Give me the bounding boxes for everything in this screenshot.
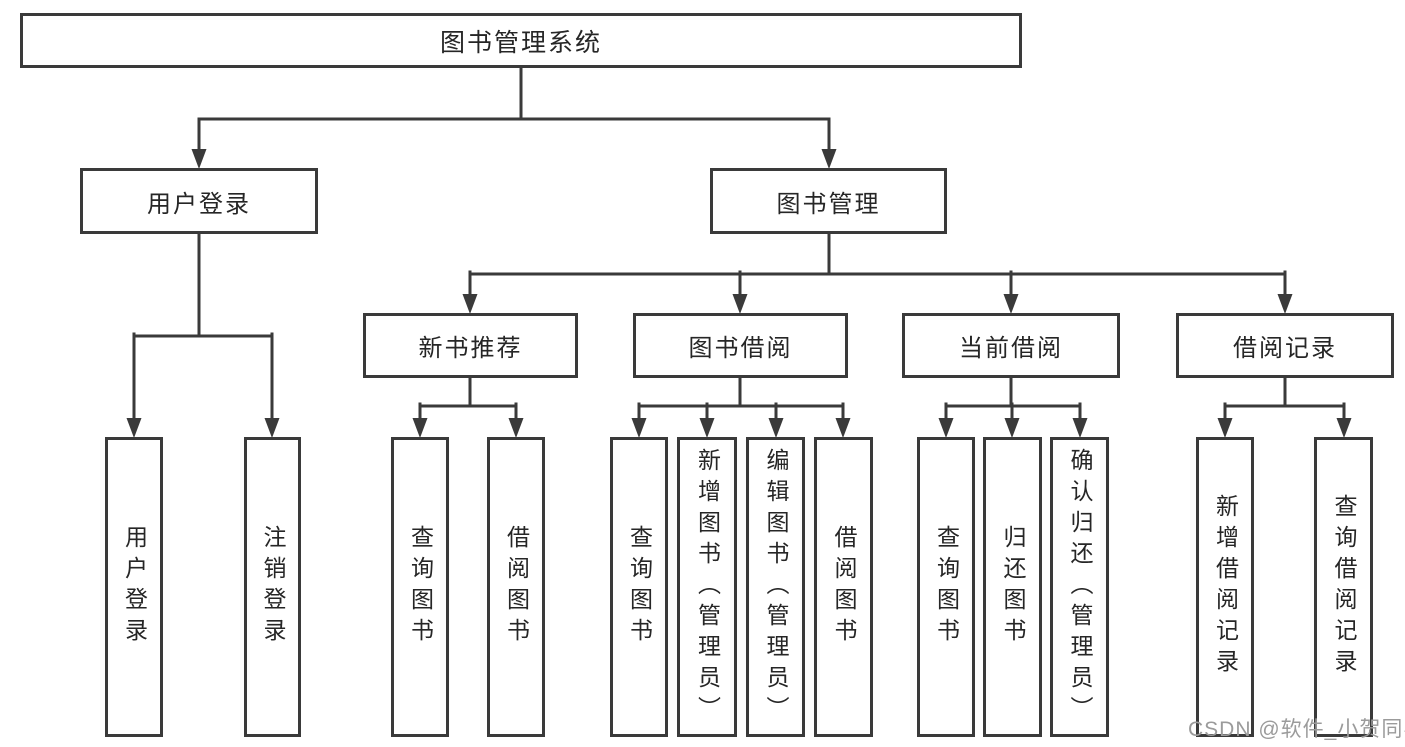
node-label: 借阅图书 xyxy=(831,525,857,649)
leaf-query-borrow-record: 查询借阅记录 xyxy=(1314,437,1373,737)
leaf-user-login: 用户登录 xyxy=(105,437,163,737)
node-label: 借阅图书 xyxy=(503,525,530,649)
node-label: 查询借阅记录 xyxy=(1331,494,1357,680)
node-book-borrowing: 图书借阅 xyxy=(633,313,848,378)
node-label: 注销登录 xyxy=(260,525,286,649)
leaf-borrow-books: 借阅图书 xyxy=(487,437,545,737)
node-label: 编辑图书（管理员） xyxy=(763,447,789,727)
node-label: 图书借阅 xyxy=(688,335,793,362)
node-label: 归还图书 xyxy=(1000,525,1026,649)
arrowheads xyxy=(126,149,1352,438)
node-label: 当前借阅 xyxy=(959,335,1063,362)
node-book-management: 图书管理 xyxy=(710,168,947,234)
node-user-login: 用户登录 xyxy=(80,168,318,234)
node-label: 新增图书（管理员） xyxy=(694,447,721,727)
node-label: 确认归还（管理员） xyxy=(1067,447,1093,727)
node-label: 用户登录 xyxy=(147,190,251,218)
leaf-query-books: 查询图书 xyxy=(610,437,668,737)
node-label: 新书推荐 xyxy=(418,335,523,362)
node-borrowing-records: 借阅记录 xyxy=(1176,313,1394,378)
leaf-logout: 注销登录 xyxy=(244,437,301,737)
leaf-confirm-return-admin: 确认归还（管理员） xyxy=(1050,437,1109,737)
node-new-book-recommend: 新书推荐 xyxy=(363,313,578,378)
leaf-query-books: 查询图书 xyxy=(917,437,975,737)
leaf-add-borrow-record: 新增借阅记录 xyxy=(1196,437,1254,737)
leaf-add-books-admin: 新增图书（管理员） xyxy=(677,437,737,737)
node-label: 借阅记录 xyxy=(1233,335,1337,362)
node-label: 新增借阅记录 xyxy=(1212,494,1239,680)
node-label: 查询图书 xyxy=(407,525,434,649)
leaf-return-books: 归还图书 xyxy=(983,437,1042,737)
node-label: 图书管理 xyxy=(776,190,881,218)
node-label: 图书管理系统 xyxy=(439,28,602,57)
node-label: 用户登录 xyxy=(121,525,148,649)
leaf-query-books: 查询图书 xyxy=(391,437,449,737)
leaf-borrow-books: 借阅图书 xyxy=(814,437,873,737)
csdn-watermark: CSDN @软件_小贺同学 xyxy=(1188,718,1405,741)
node-root-library-system: 图书管理系统 xyxy=(20,13,1022,68)
leaf-edit-books-admin: 编辑图书（管理员） xyxy=(746,437,805,737)
node-label: 查询图书 xyxy=(933,525,960,649)
node-label: 查询图书 xyxy=(626,525,653,649)
node-current-borrowing: 当前借阅 xyxy=(902,313,1120,378)
